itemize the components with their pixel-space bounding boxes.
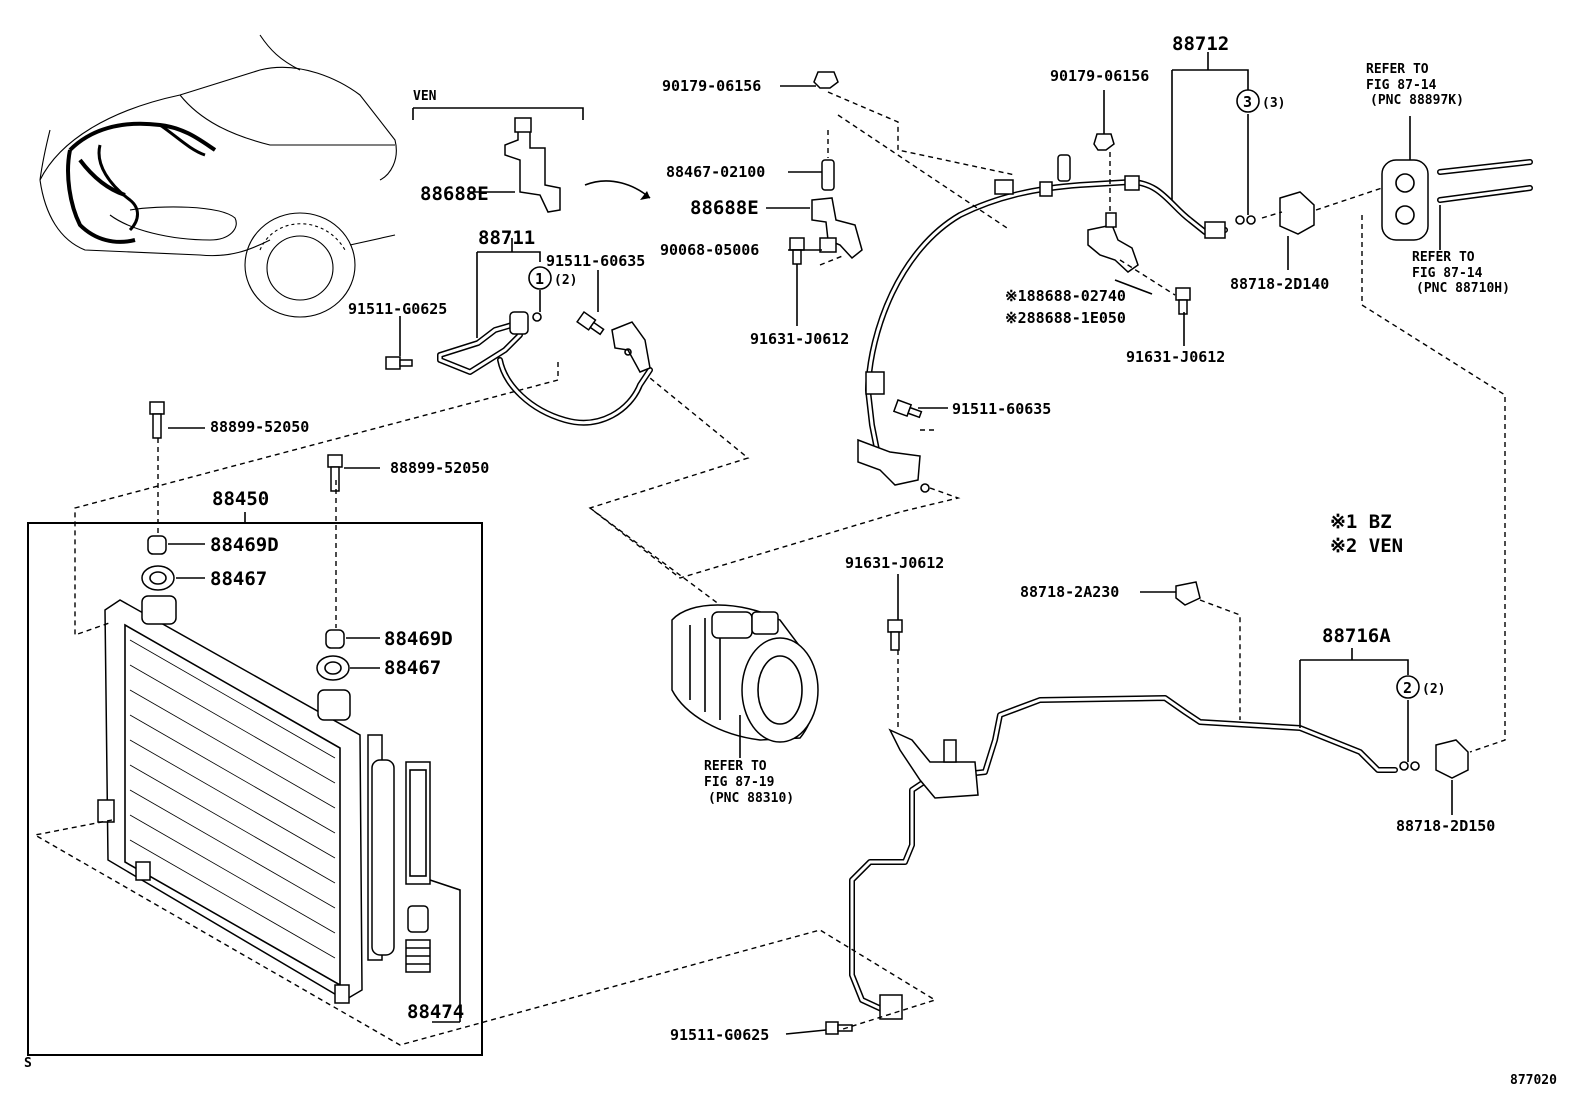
grommets	[141, 535, 350, 681]
refer-88710H-line3: (PNC 88710H)	[1416, 281, 1510, 296]
part-90179-06156-right: 90179-06156	[1050, 67, 1149, 85]
pipe-88712	[857, 175, 1256, 493]
pipe-88716A	[849, 581, 1420, 1020]
hose-88711	[437, 311, 653, 426]
condenser-box	[27, 512, 483, 1056]
part-88467-bottom: 88467	[384, 657, 441, 679]
part-88688E-left: 88688E	[420, 183, 489, 205]
fitting-88718-2D140	[1279, 191, 1315, 235]
car-location-sketch	[39, 34, 397, 318]
part-90068-05006: 90068-05006	[660, 241, 759, 259]
note-1-part: ※188688-02740	[1005, 287, 1126, 305]
circle-3-number: 3	[1243, 93, 1252, 111]
part-88474: 88474	[407, 1001, 464, 1023]
fitting-88718-2D150	[1435, 739, 1469, 779]
part-91631-J0612-right: 91631-J0612	[1126, 348, 1225, 366]
expansion-block	[1381, 159, 1533, 241]
part-88718-2D140: 88718-2D140	[1230, 275, 1329, 293]
part-91631-J0612-left: 91631-J0612	[750, 330, 849, 348]
part-88899-52050-left: 88899-52050	[210, 418, 309, 436]
ven-bracket-group	[412, 107, 651, 213]
part-88467-top: 88467	[210, 568, 267, 590]
figure-number: 877020	[1510, 1073, 1557, 1088]
part-88716A: 88716A	[1322, 625, 1391, 647]
circle-1-number: 1	[535, 270, 544, 288]
refer-88710H-line1: REFER TO	[1412, 250, 1475, 265]
part-91511-G0625-top: 91511-G0625	[348, 300, 447, 318]
refer-88310-line3: (PNC 88310)	[708, 791, 794, 806]
circle-2-qty: (2)	[1422, 682, 1445, 697]
part-91631-J0612-bottom: 91631-J0612	[845, 554, 944, 572]
refer-88310-line1: REFER TO	[704, 759, 767, 774]
refer-88710H-line2: FIG 87-14	[1412, 266, 1483, 281]
circle-2-number: 2	[1403, 679, 1412, 697]
refer-88897K-line3: (PNC 88897K)	[1370, 93, 1464, 108]
refer-88897K-line2: FIG 87-14	[1366, 78, 1437, 93]
legend-bz: ※1 BZ	[1330, 511, 1392, 533]
part-88718-2D150: 88718-2D150	[1396, 817, 1495, 835]
refer-88897K-line1: REFER TO	[1366, 62, 1429, 77]
part-88469D-bottom: 88469D	[384, 628, 453, 650]
part-88467-02100: 88467-02100	[666, 163, 765, 181]
part-91511-60635-right: 91511-60635	[952, 400, 1051, 418]
circle-1-qty: (2)	[554, 273, 577, 288]
part-88469D-top: 88469D	[210, 534, 279, 556]
part-88718-2A230: 88718-2A230	[1020, 583, 1119, 601]
reference-circles	[528, 89, 1420, 699]
bolt-shapes	[149, 237, 1191, 1035]
dashed-lines	[33, 91, 1506, 1046]
refer-88310-line2: FIG 87-19	[704, 775, 774, 790]
leader-lines	[168, 52, 1453, 1035]
nut-shapes	[813, 71, 1115, 191]
bracket-88688-02740	[1087, 212, 1139, 273]
part-88899-52050-right: 88899-52050	[390, 459, 489, 477]
part-88450: 88450	[212, 488, 269, 510]
part-88711: 88711	[478, 227, 535, 249]
note-2-part: ※288688-1E050	[1005, 309, 1126, 327]
part-88688E-right: 88688E	[690, 197, 759, 219]
condenser	[97, 595, 461, 1023]
part-90179-06156-left: 90179-06156	[662, 77, 761, 95]
part-88712: 88712	[1172, 33, 1229, 55]
ven-header-label: VEN	[413, 89, 437, 104]
bracket-88688E	[811, 197, 863, 260]
compressor	[671, 604, 819, 743]
legend-ven: ※2 VEN	[1330, 535, 1403, 557]
part-91511-G0625-bottom: 91511-G0625	[670, 1026, 769, 1044]
part-91511-60635-left: 91511-60635	[546, 252, 645, 270]
corner-mark: S	[24, 1056, 32, 1071]
circle-3-qty: (3)	[1262, 96, 1285, 111]
